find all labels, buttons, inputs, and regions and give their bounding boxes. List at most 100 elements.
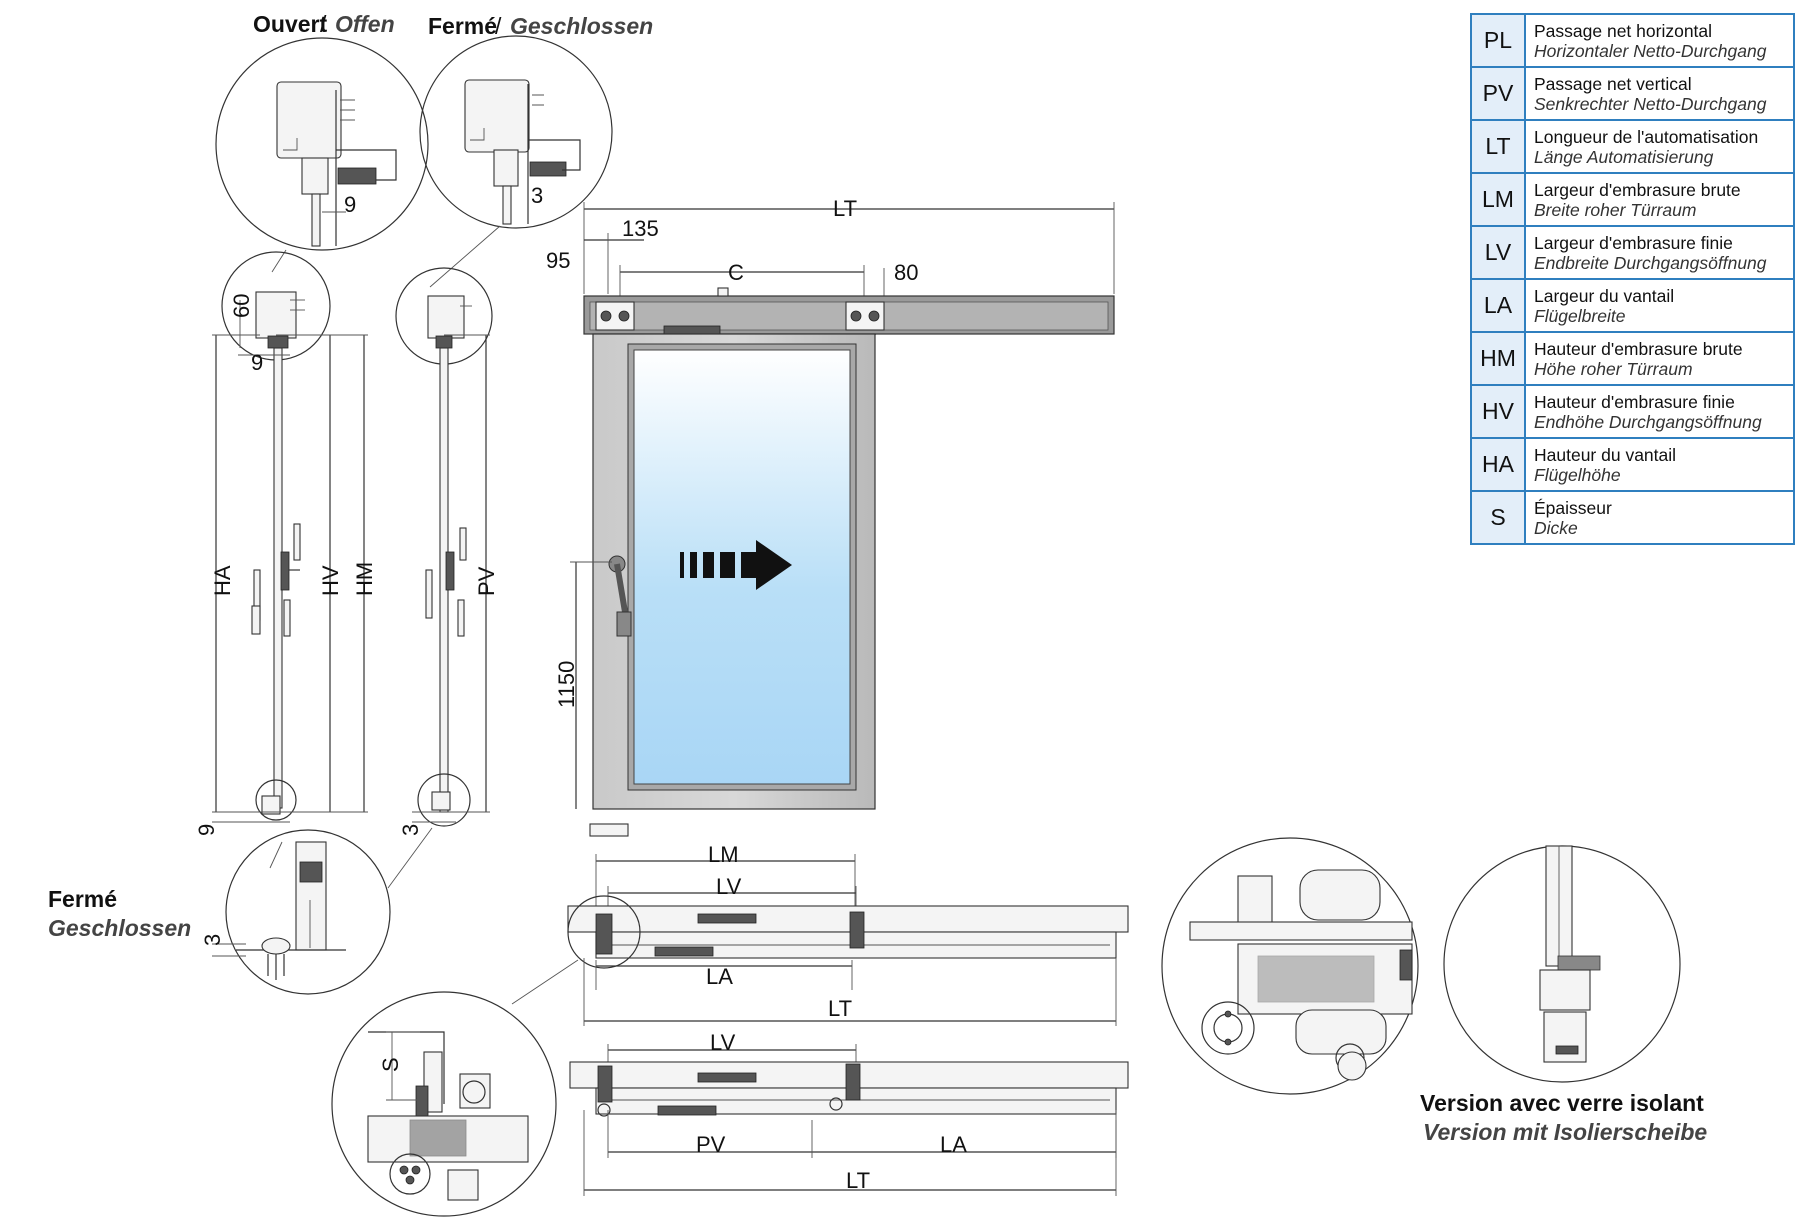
dim-LM: LM — [708, 842, 739, 867]
heading-open-fr: Ouvert — [253, 11, 327, 37]
legend-code: LV — [1470, 225, 1526, 280]
dim-LT-low: LT — [846, 1168, 870, 1193]
detail-circle-insulated-right — [1443, 845, 1681, 1083]
legend-fr: Passage net horizontal — [1534, 20, 1713, 41]
front-elevation — [570, 202, 1115, 837]
legend-code: PL — [1470, 13, 1526, 68]
legend-code: HM — [1470, 331, 1526, 386]
dim-HA: HA — [210, 565, 235, 596]
dim-LT-top: LT — [833, 196, 857, 221]
legend-fr: Épaisseur — [1534, 497, 1612, 518]
dim-S: S — [378, 1057, 403, 1072]
dim-3-top: 3 — [531, 183, 543, 208]
legend-fr: Hauteur du vantail — [1534, 444, 1677, 465]
heading-closed-bottom-de: Geschlossen — [48, 915, 191, 941]
legend-de: Endbreite Durchgangsöffnung — [1534, 252, 1767, 273]
legend-de: Senkrechter Netto-Durchgang — [1534, 93, 1767, 114]
legend-fr: Longueur de l'automatisation — [1534, 126, 1759, 147]
dim-60: 60 — [229, 294, 254, 318]
legend-fr: Largeur du vantail — [1534, 285, 1675, 306]
legend-fr: Largeur d'embrasure finie — [1534, 232, 1733, 253]
dim-3-detail: 3 — [200, 934, 225, 946]
legend-fr: Largeur d'embrasure brute — [1534, 179, 1741, 200]
legend-fr: Passage net vertical — [1534, 73, 1692, 94]
leader-bottom-open — [269, 841, 283, 869]
dim-9-bottom: 9 — [194, 824, 219, 836]
dim-80: 80 — [894, 260, 918, 285]
dim-1150: 1150 — [554, 661, 579, 708]
dim-LA-mid: LA — [706, 964, 733, 989]
dim-C: C — [728, 260, 744, 285]
detail-circle-closed — [419, 35, 613, 229]
legend-de: Länge Automatisierung — [1534, 146, 1714, 167]
heading-insulated-fr: Version avec verre isolant — [1420, 1090, 1704, 1116]
legend-de: Dicke — [1534, 517, 1578, 538]
legend-de: Höhe roher Türraum — [1534, 358, 1693, 379]
leader-bottom-closed — [387, 827, 433, 889]
legend-code: LT — [1470, 119, 1526, 174]
leader-open — [271, 249, 287, 273]
heading-closed-fr: Fermé — [428, 13, 497, 39]
dim-9-top: 9 — [344, 192, 356, 217]
legend-fr: Hauteur d'embrasure finie — [1534, 391, 1735, 412]
dim-3-bottom: 3 — [398, 824, 423, 836]
legend-code: PV — [1470, 66, 1526, 121]
heading-insulated-de: Version mit Isolierscheibe — [1423, 1119, 1707, 1145]
heading-open-de: Offen — [335, 11, 395, 37]
legend-code: S — [1470, 490, 1526, 545]
plan-view-open — [567, 854, 1129, 1026]
legend-de: Flügelhöhe — [1534, 464, 1621, 485]
heading-sep-2: / — [495, 13, 502, 39]
legend-de: Endhöhe Durchgangsöffnung — [1534, 411, 1762, 432]
dim-LA-low: LA — [940, 1132, 967, 1157]
detail-circle-plan — [331, 991, 557, 1217]
side-view-closed — [395, 267, 493, 827]
dim-PV-side: PV — [474, 566, 499, 596]
heading-closed-de: Geschlossen — [510, 13, 653, 39]
detail-circle-bottom — [212, 829, 391, 995]
detail-circle-insulated-left — [1161, 837, 1419, 1095]
leader-plan-detail — [511, 959, 579, 1005]
dim-PV-low: PV — [696, 1132, 726, 1157]
legend-de: Breite roher Türraum — [1534, 199, 1697, 220]
dim-LV-mid: LV — [716, 874, 742, 899]
legend-code: LA — [1470, 278, 1526, 333]
legend-code: HV — [1470, 384, 1526, 439]
legend-de: Horizontaler Netto-Durchgang — [1534, 40, 1767, 61]
legend-fr: Hauteur d'embrasure brute — [1534, 338, 1743, 359]
plan-view-closed — [569, 1044, 1129, 1196]
dim-LT-mid: LT — [828, 996, 852, 1021]
heading-closed-bottom-fr: Fermé — [48, 886, 117, 912]
heading-sep-1: / — [320, 11, 327, 37]
legend-code: HA — [1470, 437, 1526, 492]
dim-135: 135 — [622, 216, 659, 241]
side-view-open — [212, 251, 368, 823]
legend-de: Flügelbreite — [1534, 305, 1626, 326]
detail-circle-open — [215, 37, 429, 251]
dim-HM: HM — [352, 562, 377, 596]
dim-HV: HV — [318, 565, 343, 596]
dim-95: 95 — [546, 248, 570, 273]
